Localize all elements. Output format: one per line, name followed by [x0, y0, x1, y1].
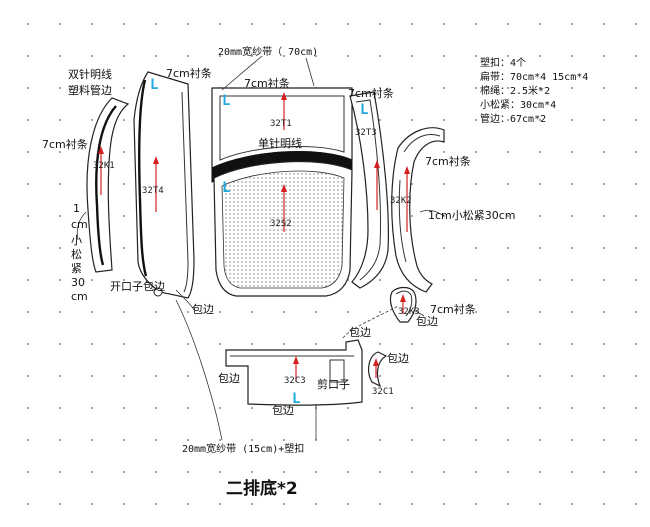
webbing-bottom-label: 20mm宽纱带 (15cm)+塑扣: [182, 442, 304, 455]
single-needle-label: 单针明线: [258, 136, 302, 150]
lining-label: 7cm衬条: [425, 154, 471, 168]
elastic-vertical-label: 30: [71, 276, 85, 289]
elastic-label: 1cm小松紧30cm: [428, 208, 516, 222]
piece-32T1: [211, 87, 353, 169]
notes-line: 棉绳：2.5米*2: [480, 84, 550, 97]
elastic-vertical-label: 松: [71, 247, 82, 261]
webbing-top-label: 20mm宽纱带（ 70cm): [218, 45, 318, 58]
piece-code: 32T3: [355, 128, 377, 138]
diagram-title: 二排底*2: [226, 479, 298, 499]
binding-label: 包边: [387, 352, 409, 365]
elastic-vertical-label: 小: [71, 234, 82, 247]
notes-line: 塑扣：4个: [480, 56, 526, 69]
piece-code: 32C1: [372, 387, 394, 397]
piece-32T4: [133, 71, 195, 299]
elastic-vertical-label: cm: [71, 290, 88, 303]
notes-line: 管边：67cm*2: [480, 112, 546, 125]
size-marker-32T1: L: [222, 93, 230, 109]
lining-label: 7cm衬条: [244, 76, 290, 90]
binding-label: 包边: [218, 372, 240, 385]
cut-notch-label: 剪口子: [317, 377, 350, 391]
piece-code: 32T1: [270, 119, 292, 129]
notes-line: 扁带：70cm*4 15cm*4: [480, 70, 588, 83]
piece-code: 32C3: [284, 376, 306, 386]
binding-label: 包边: [416, 315, 438, 328]
piece-code: 32K2: [390, 196, 412, 206]
leader-lines: [76, 55, 445, 441]
piece-32K3: [389, 286, 417, 323]
elastic-vertical-label: cm: [71, 218, 88, 231]
piece-code: 32T4: [142, 186, 164, 196]
opening-binding-label: 开口子包边: [110, 280, 165, 293]
piece-code: 32K1: [93, 161, 115, 171]
plastic-piping-label: 塑料管边: [68, 83, 112, 97]
size-marker-32T3: L: [360, 102, 368, 118]
piece-32T3: [349, 91, 389, 289]
lining-label: 7cm衬条: [42, 137, 88, 151]
binding-label: 包边: [272, 404, 294, 417]
elastic-vertical-label: 1: [73, 202, 80, 215]
piece-32C1: [368, 351, 388, 388]
piece-code: 32K3: [398, 307, 420, 317]
piece-32K2: [391, 127, 445, 293]
notes-line: 小松紧：30cm*4: [480, 98, 556, 111]
binding-label: 包边: [349, 326, 371, 339]
binding-label: 包边: [192, 303, 214, 316]
size-marker-32S2: L: [222, 180, 230, 196]
size-marker-32C3: L: [292, 391, 300, 407]
size-marker-32T4: L: [150, 77, 158, 93]
piece-code: 32S2: [270, 219, 292, 229]
elastic-vertical-label: 紧: [71, 262, 82, 275]
double-needle-label: 双针明线: [68, 67, 112, 81]
lining-label: 7cm衬条: [166, 66, 212, 80]
lining-label: 7cm衬条: [430, 302, 476, 316]
piece-32K1: [86, 97, 130, 273]
lining-label: 7cm衬条: [348, 86, 394, 100]
piece-32S2: [211, 151, 353, 297]
piece-32C3: [225, 339, 363, 406]
